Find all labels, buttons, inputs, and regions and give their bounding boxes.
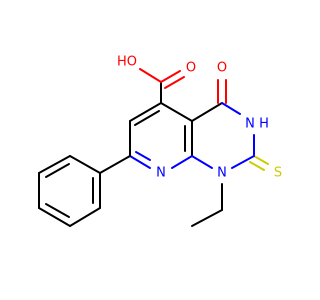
atom-label-n1: N bbox=[217, 166, 227, 181]
atom-label-o-acid: O bbox=[186, 61, 196, 76]
bond-c4a-c4 bbox=[191, 102, 223, 122]
bond-n8-c8a bbox=[171, 155, 193, 169]
bond-ph-2-3 bbox=[38, 155, 71, 174]
atom-label-o-ketone: O bbox=[217, 61, 227, 76]
bond-ph-5-6 bbox=[69, 207, 101, 227]
bond-c2-s-a bbox=[253, 155, 269, 165]
bond-c7-n8 bbox=[129, 155, 151, 169]
bond-ph-1-2 bbox=[69, 155, 101, 174]
bond-c5-c6 bbox=[129, 102, 162, 122]
bond-ch2-ch3 bbox=[191, 209, 223, 227]
bond-cacid-o-double-a bbox=[160, 70, 181, 83]
bond-cacid-o-double-b bbox=[164, 76, 185, 89]
atom-label-s: S bbox=[274, 166, 282, 181]
bond-c7-n8-inner bbox=[135, 151, 151, 161]
atom-label-n3: N bbox=[245, 117, 255, 132]
molecule-drawing: HO O O N H N N S bbox=[38, 55, 282, 227]
bonds bbox=[38, 68, 269, 227]
bond-c5-c6-inner bbox=[134, 110, 160, 126]
atom-labels: HO O O N H N N S bbox=[117, 55, 282, 181]
atom-label-h-n3: H bbox=[259, 117, 269, 132]
bond-c4a-c5 bbox=[160, 102, 193, 122]
bond-c4-n3 bbox=[221, 102, 241, 115]
atom-label-n8: N bbox=[156, 166, 166, 181]
structure-canvas: HO O O N H N N S bbox=[38, 55, 282, 227]
bond-c2-n1 bbox=[231, 155, 255, 169]
bond-c2-s-b bbox=[249, 161, 265, 171]
bond-cacid-oh bbox=[139, 68, 162, 83]
bond-n1-c8a bbox=[191, 155, 213, 169]
bond-ph-2-3-inner bbox=[45, 163, 70, 178]
bond-c7-phenyl bbox=[99, 155, 131, 174]
bond-ph-4-5 bbox=[38, 207, 71, 227]
bond-ph-4-5-inner bbox=[45, 203, 70, 218]
atom-label-ho: HO bbox=[117, 55, 137, 70]
